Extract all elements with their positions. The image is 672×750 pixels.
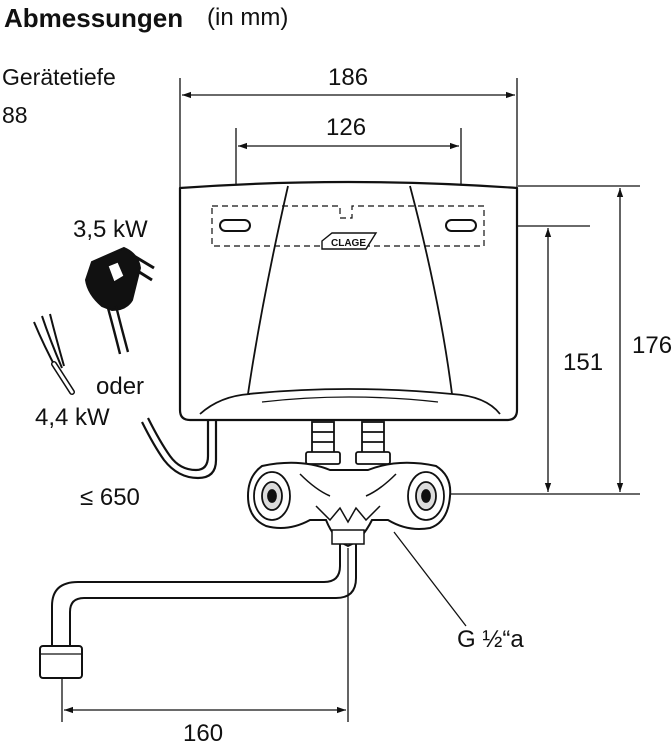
- dimension-160: [61, 548, 349, 722]
- thread-leader: [393, 531, 467, 627]
- brand-logo: CLAGE: [321, 232, 378, 250]
- valve-center-detail: [299, 473, 397, 545]
- connection-pipes: [305, 421, 391, 465]
- valve-body: [246, 461, 452, 548]
- dimension-160-label: 160: [183, 720, 224, 747]
- dimension-126-label: 126: [326, 114, 367, 141]
- valve-knob-left: [253, 471, 291, 521]
- valve-knob-right: [407, 471, 445, 521]
- page-title: Abmessungen: [4, 3, 184, 33]
- dimension-176: [448, 185, 640, 495]
- wire-ends-icon: [33, 313, 75, 395]
- title-unit: (in mm): [207, 4, 289, 31]
- dimension-186: [179, 78, 518, 190]
- mounting-outline: [211, 205, 485, 247]
- power-cable: [141, 417, 218, 480]
- dimension-151-label: 151: [563, 349, 604, 376]
- cable-length-label: ≤ 650: [80, 484, 140, 511]
- power-plug-label: 3,5 kW: [73, 216, 148, 243]
- mounting-slots: [219, 219, 477, 232]
- dimension-186-label: 186: [328, 64, 369, 91]
- power-hardwired-label: 4,4 kW: [35, 404, 110, 431]
- plug-icon: [84, 246, 155, 355]
- brand-logo-text: CLAGE: [331, 238, 366, 249]
- spout-aerator: [39, 645, 83, 679]
- depth-value: 88: [2, 102, 28, 128]
- heater-front-panel: [199, 185, 501, 415]
- power-or-label: oder: [96, 373, 145, 400]
- dimension-176-label: 176: [632, 332, 672, 359]
- spout: [51, 544, 357, 650]
- depth-label: Gerätetiefe: [2, 64, 116, 90]
- heater-body: [178, 180, 519, 422]
- thread-label: G ½“a: [457, 626, 524, 653]
